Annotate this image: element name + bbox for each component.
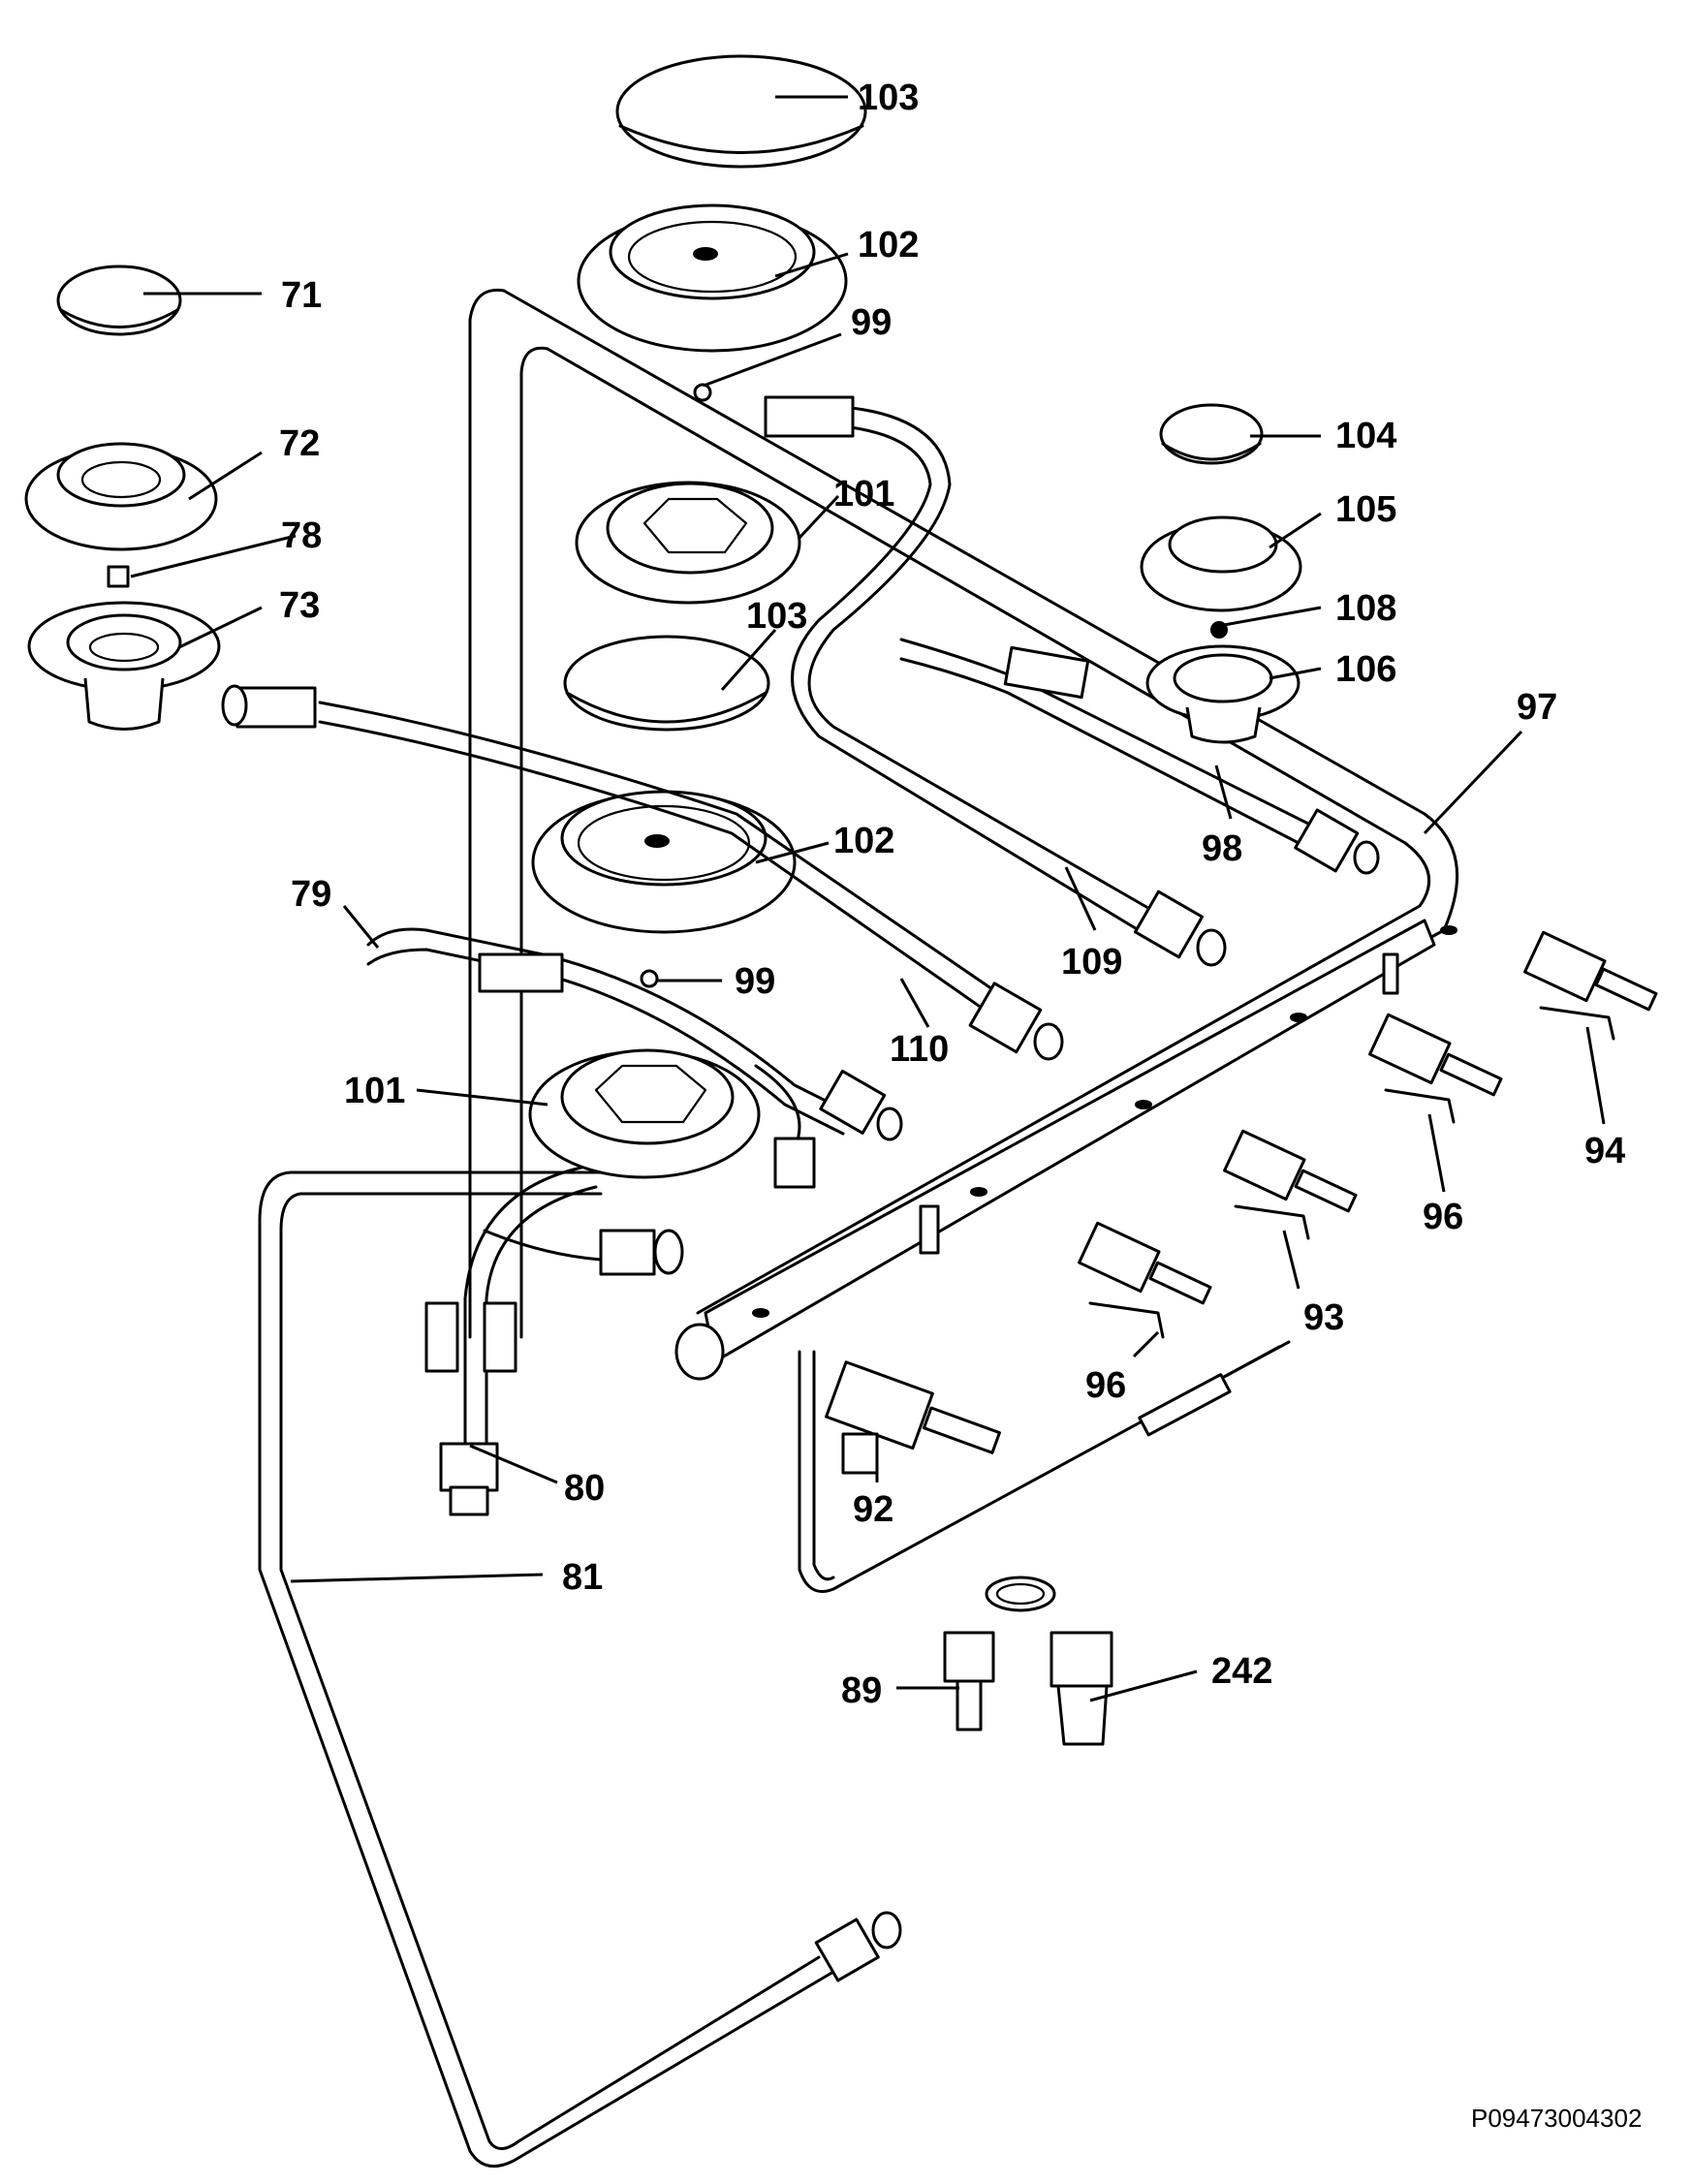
label-72: 72	[279, 423, 320, 464]
gas-tap-92	[798, 1340, 1291, 1593]
fitting-242	[1050, 1631, 1113, 1746]
gas-tap-96-left	[1078, 1221, 1212, 1339]
injector-small	[107, 565, 130, 588]
label-89: 89	[841, 1670, 882, 1711]
gas-tap-96-right	[1368, 1013, 1503, 1124]
gas-manifold-frame	[468, 288, 1459, 1381]
label-97: 97	[1517, 687, 1557, 728]
burner-base-upper	[575, 481, 801, 605]
label-103-top: 103	[858, 78, 919, 118]
label-99-lower: 99	[735, 961, 775, 1002]
burner-base-small-left	[27, 601, 221, 731]
gas-pipe-98	[899, 638, 1380, 875]
label-101-lower: 101	[344, 1071, 405, 1111]
label-96-right: 96	[1423, 1197, 1463, 1237]
label-93: 93	[1303, 1297, 1344, 1338]
label-103-middle: 103	[746, 596, 807, 637]
screw-99-lower	[640, 969, 659, 988]
burner-cap-top	[615, 54, 867, 169]
gas-tap-93	[1223, 1129, 1358, 1240]
burner-cap-right	[1159, 403, 1264, 465]
gas-pipe-81	[258, 1170, 902, 2168]
burner-cap-middle	[563, 635, 770, 732]
gas-pipe-79	[366, 927, 903, 1189]
label-71: 71	[281, 275, 322, 316]
gas-pipe-80	[424, 1166, 684, 1516]
label-104: 104	[1335, 416, 1396, 456]
label-94: 94	[1584, 1131, 1625, 1171]
label-106: 106	[1335, 649, 1396, 690]
label-242: 242	[1211, 1651, 1272, 1692]
label-92: 92	[853, 1489, 893, 1530]
screw-99-upper	[693, 383, 712, 402]
gas-pipe-110	[221, 684, 1064, 1061]
label-101-upper: 101	[833, 474, 894, 515]
burner-head-middle	[531, 790, 797, 934]
diagram-code: P09473004302	[1471, 2104, 1642, 2133]
fitting-89	[943, 1631, 995, 1732]
burner-cap-small-left	[56, 265, 182, 336]
label-78: 78	[281, 515, 322, 556]
label-80: 80	[564, 1468, 605, 1509]
leader-lines	[130, 95, 1606, 1702]
label-96-left: 96	[1085, 1365, 1126, 1406]
burner-head-small-left	[24, 442, 218, 551]
gas-pipe-109	[764, 395, 1227, 967]
injector-right	[1210, 621, 1228, 639]
label-108: 108	[1335, 588, 1396, 629]
burner-head-right	[1140, 515, 1302, 612]
part-labels: 103 102 71 99 72 104 101 78 105 73 103 1…	[279, 78, 1625, 1711]
label-79: 79	[291, 874, 331, 915]
label-99-upper: 99	[851, 302, 892, 343]
label-98: 98	[1202, 828, 1242, 869]
burner-head-top	[577, 203, 848, 353]
label-109: 109	[1061, 942, 1122, 983]
burner-base-right	[1145, 644, 1300, 744]
label-102-middle: 102	[833, 821, 894, 861]
gas-tap-94	[1523, 930, 1658, 1041]
label-73: 73	[279, 585, 320, 626]
burner-base-lower	[528, 1048, 761, 1179]
label-110: 110	[890, 1029, 949, 1070]
label-102-top: 102	[858, 225, 919, 265]
label-105: 105	[1335, 489, 1396, 530]
seal-ring	[985, 1576, 1056, 1612]
label-81: 81	[562, 1557, 603, 1598]
